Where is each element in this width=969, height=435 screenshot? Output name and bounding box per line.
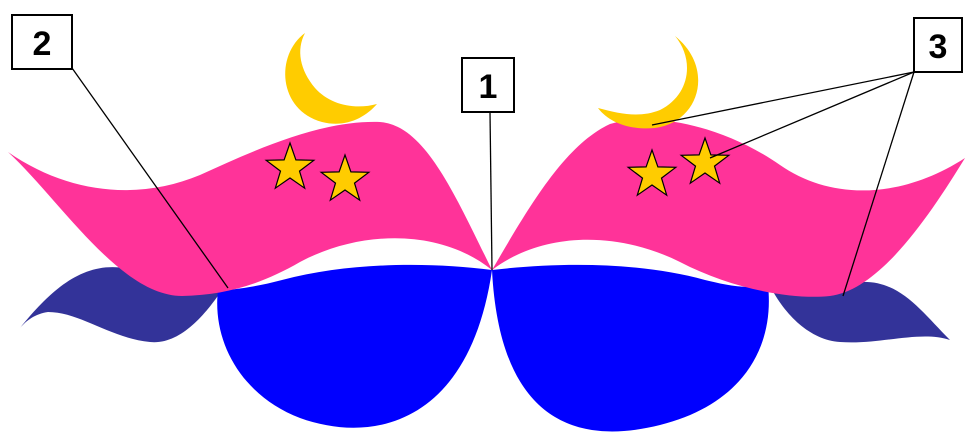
callout-1: 1 bbox=[462, 58, 514, 112]
left-moon-icon bbox=[285, 33, 377, 124]
leader-line-3-star bbox=[710, 72, 914, 158]
callout-3-label: 3 bbox=[929, 28, 948, 66]
callout-2-label: 2 bbox=[33, 25, 52, 63]
callout-3: 3 bbox=[914, 18, 962, 72]
callout-2: 2 bbox=[12, 15, 72, 69]
right-lower-wing bbox=[492, 265, 769, 432]
right-moon-icon bbox=[598, 36, 698, 128]
leader-line-1 bbox=[490, 112, 492, 270]
callout-1-label: 1 bbox=[479, 68, 498, 106]
left-lower-wing bbox=[217, 265, 492, 428]
